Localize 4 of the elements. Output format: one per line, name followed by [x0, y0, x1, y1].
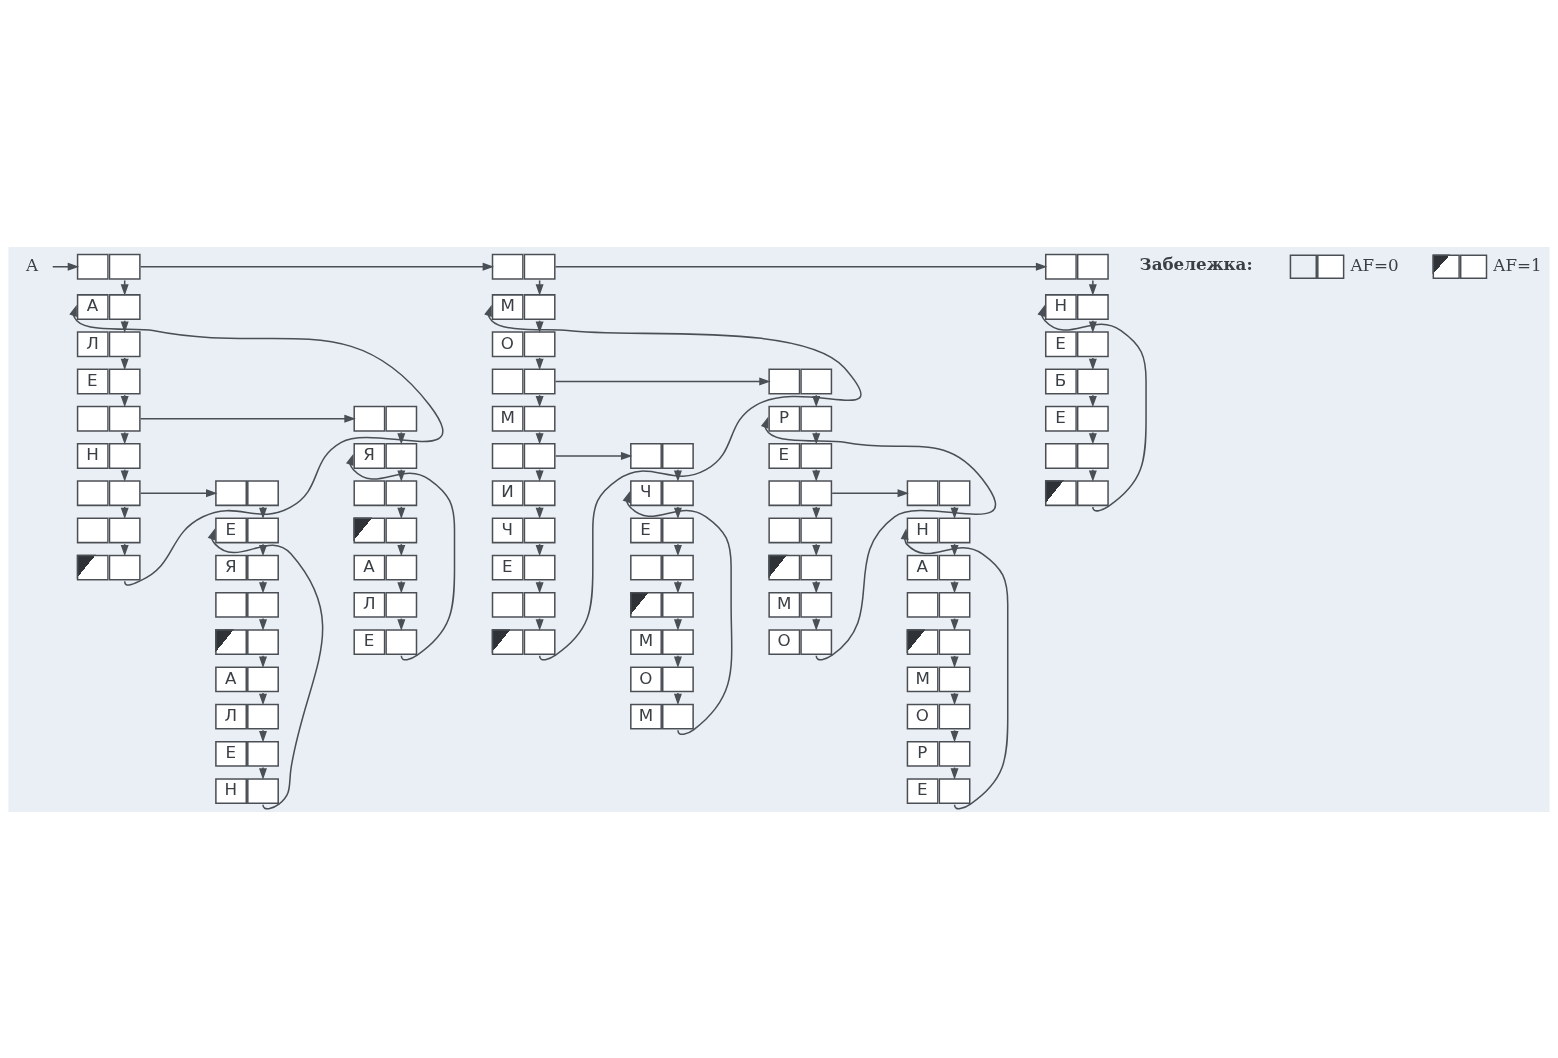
- label: Забележка:: [1139, 253, 1253, 274]
- legend-label: AF=0: [1350, 254, 1399, 275]
- legend-label: AF=1: [1493, 254, 1542, 275]
- node-text: A: [25, 254, 38, 275]
